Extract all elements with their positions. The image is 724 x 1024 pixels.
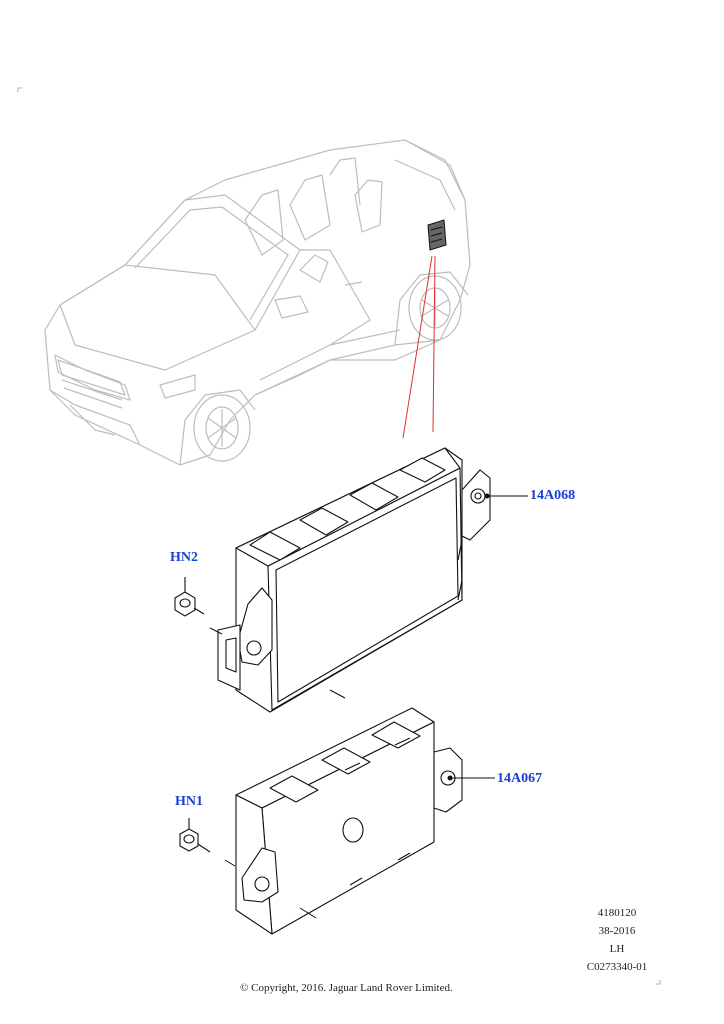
corner-mark-bottom xyxy=(656,980,661,985)
callout-leaders xyxy=(447,493,528,781)
copyright-notice: © Copyright, 2016. Jaguar Land Rover Lim… xyxy=(240,982,453,994)
hn1-nut xyxy=(179,818,211,853)
upper-module-illustration xyxy=(217,447,491,713)
callout-14a067[interactable]: 14A067 xyxy=(497,771,543,786)
lower-axis-dashes xyxy=(224,859,317,919)
info-line-3: LH xyxy=(609,943,625,955)
upper-axis-dashes xyxy=(209,627,346,699)
callout-hn1[interactable]: HN1 xyxy=(175,794,203,809)
callout-14a068[interactable]: 14A068 xyxy=(530,488,576,503)
vehicle-module-location xyxy=(427,219,447,251)
callout-hn2[interactable]: HN2 xyxy=(170,550,198,565)
hn2-nut xyxy=(174,577,205,617)
info-line-2: 38-2016 xyxy=(598,925,636,937)
info-line-4: C0273340-01 xyxy=(586,961,648,973)
lower-module-illustration xyxy=(235,707,463,935)
info-line-1: 4180120 xyxy=(597,907,637,919)
leader-lines xyxy=(402,255,436,439)
corner-mark xyxy=(17,87,22,92)
